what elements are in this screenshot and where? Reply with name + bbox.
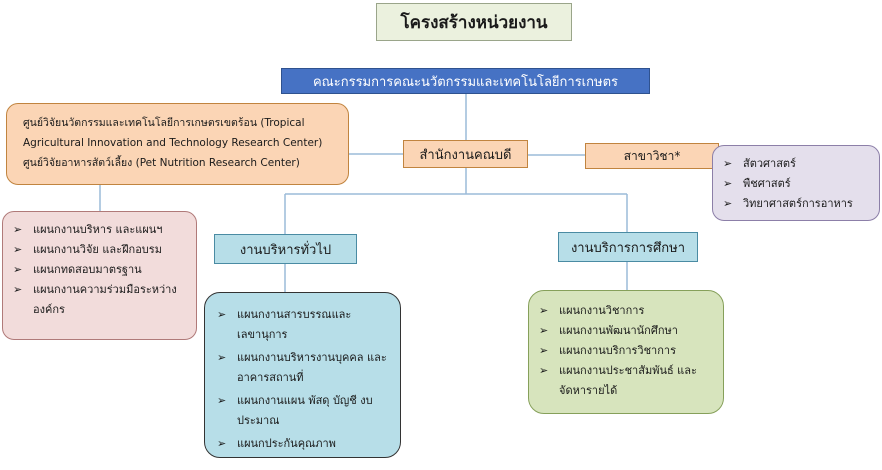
list-item: ➢แผนกงานพัฒนานักศึกษา: [539, 321, 719, 341]
list-item: ➢แผนกงานแผน พัสดุ บัญชี งบประมาณ: [217, 391, 396, 431]
centers-line-1: ศูนย์วิจัยนวัตกรรมและเทคโนโลยีการเกษตรเข…: [23, 117, 305, 129]
arrow-bullet-icon: ➢: [723, 157, 733, 170]
arrow-bullet-icon: ➢: [217, 351, 227, 364]
research-centers-box: ศูนย์วิจัยนวัตกรรมและเทคโนโลยีการเกษตรเข…: [6, 103, 349, 185]
plans-list-box: ➢แผนกงานบริหาร และแผนฯ ➢แผนกงานวิจัย และ…: [2, 211, 197, 340]
list-item: ➢แผนกงานสารบรรณและ เลขานุการ: [217, 305, 396, 345]
list-item: ➢แผนกงานวิจัย และฝึกอบรม: [13, 240, 192, 260]
arrow-bullet-icon: ➢: [539, 364, 549, 377]
arrow-bullet-icon: ➢: [217, 308, 227, 321]
arrow-bullet-icon: ➢: [539, 324, 549, 337]
arrow-bullet-icon: ➢: [539, 304, 549, 317]
arrow-bullet-icon: ➢: [539, 344, 549, 357]
arrow-bullet-icon: ➢: [217, 437, 227, 450]
arrow-bullet-icon: ➢: [13, 243, 23, 256]
arrow-bullet-icon: ➢: [13, 263, 23, 276]
committee-box: คณะกรรมการคณะนวัตกรรมและเทคโนโลยีการเกษต…: [281, 68, 650, 94]
education-service-box: งานบริการการศึกษา: [558, 232, 698, 262]
arrow-bullet-icon: ➢: [217, 394, 227, 407]
list-item: ➢แผนกงานประชาสัมพันธ์ และ จัดหารายได้: [539, 361, 719, 401]
list-item: ➢พืชศาสตร์: [723, 174, 879, 194]
centers-line-3: ศูนย์วิจัยอาหารสัตว์เลี้ยง (Pet Nutritio…: [23, 157, 300, 169]
list-item: ➢วิทยาศาสตร์การอาหาร: [723, 194, 879, 214]
general-admin-box: งานบริหารทั่วไป: [214, 234, 357, 264]
arrow-bullet-icon: ➢: [723, 177, 733, 190]
list-item: ➢แผนกงานบริหารงานบุคคล และอาคารสถานที่: [217, 348, 396, 388]
arrow-bullet-icon: ➢: [723, 197, 733, 210]
page-title: โครงสร้างหน่วยงาน: [376, 3, 572, 41]
list-item: ➢สัตวศาสตร์: [723, 154, 879, 174]
education-service-list-box: ➢แผนกงานวิชาการ ➢แผนกงานพัฒนานักศึกษา ➢แ…: [528, 290, 724, 414]
list-item: ➢แผนกประกันคุณภาพ: [217, 434, 396, 454]
list-item: ➢แผนกงานบริหาร และแผนฯ: [13, 220, 192, 240]
branch-box: สาขาวิชา*: [585, 143, 719, 169]
centers-line-2: Agricultural Innovation and Technology R…: [23, 137, 323, 149]
branch-list-box: ➢สัตวศาสตร์ ➢พืชศาสตร์ ➢วิทยาศาสตร์การอา…: [712, 145, 880, 221]
list-item: ➢แผนกงานวิชาการ: [539, 301, 719, 321]
list-item: ➢แผนกงานบริการวิชาการ: [539, 341, 719, 361]
arrow-bullet-icon: ➢: [13, 283, 23, 296]
general-admin-list-box: ➢แผนกงานสารบรรณและ เลขานุการ ➢แผนกงานบริ…: [204, 292, 401, 458]
arrow-bullet-icon: ➢: [13, 223, 23, 236]
list-item: ➢แผนกทดสอบมาตรฐาน: [13, 260, 192, 280]
dean-office-box: สำนักงานคณบดี: [403, 140, 528, 168]
list-item: ➢แผนกงานความร่วมมือระหว่าง องค์กร: [13, 280, 192, 320]
